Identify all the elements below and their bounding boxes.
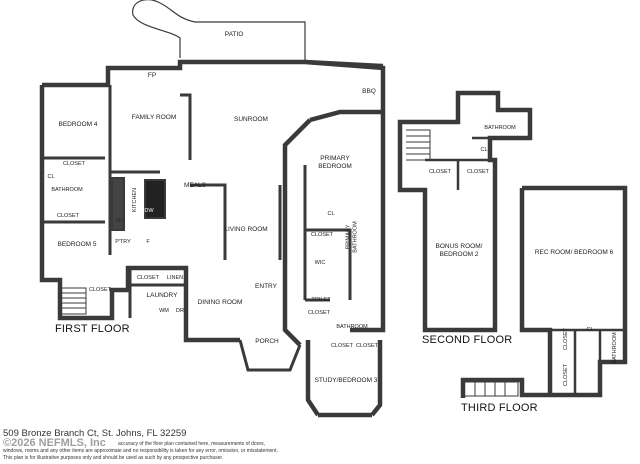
oven-label: OV (116, 217, 124, 224)
cl-3f-label: CL (586, 326, 594, 333)
stair-3f (465, 381, 519, 397)
bbq-label: BBQ (362, 88, 376, 95)
disclaimer-line-3: This plan is for illustrative purposes o… (3, 455, 224, 461)
kitchen-label: KITCHEN (131, 187, 138, 213)
closet-primary-label: CLOSET (310, 231, 334, 238)
study-label: STUDY/BEDROOM 3 (314, 377, 378, 384)
bathroom-2f-label: BATHROOM (484, 124, 516, 131)
mls-watermark: ©2026 NEFMLS, Inc (3, 437, 106, 449)
meals-label: MEALS (183, 182, 207, 189)
first-floor-exterior-wall (42, 59, 386, 112)
bathroom-3f-label: BATHROOM (611, 332, 618, 364)
closet-toilet-label: CLOSET (307, 309, 331, 316)
cl-bedroom4-label: CL (47, 173, 55, 180)
wic-label: WIC (314, 259, 326, 266)
washer-label: WM (159, 307, 169, 314)
stair-2f (406, 129, 431, 161)
family-room-label: FAMILY ROOM (131, 114, 177, 121)
fridge-label: F (146, 238, 150, 245)
closet-laundry-label: CLOSET (136, 274, 160, 281)
pantry-label: P'TRY (115, 238, 131, 245)
address-text: 509 Bronze Branch Ct, St. Johns, FL 3225… (3, 428, 187, 439)
bathroom-study-label: BATHROOM (336, 323, 368, 330)
linen-label: LINEN (166, 274, 184, 281)
porch-label: PORCH (255, 338, 279, 345)
closet-2f-b-label: CLOSET (466, 168, 490, 175)
disclaimer-line-1: accuracy of the floor plan contained her… (118, 441, 266, 447)
rec-room-label: REC ROOM/ BEDROOM 6 (534, 249, 614, 256)
dining-room-label: DINING ROOM (197, 299, 243, 306)
fireplace-label: FP (147, 72, 157, 79)
patio-outline (132, 0, 306, 60)
bathroom-bedroom4-label: BATHROOM (51, 186, 83, 193)
closet-study-b-label: CLOSET (355, 342, 379, 349)
second-floor-title: SECOND FLOOR (422, 334, 513, 346)
bedroom4-label: BEDROOM 4 (58, 121, 98, 128)
bedroom5-label: BEDROOM 5 (57, 241, 97, 248)
closet-2f-a-label: CLOSET (428, 168, 452, 175)
porch-wall (238, 339, 302, 372)
stair-1f (62, 287, 87, 315)
second-floor-interior (425, 136, 495, 190)
closet-study-a-label: CLOSET (330, 342, 354, 349)
third-floor-interior (550, 328, 625, 395)
closet-3f-a-label: CLOSET (562, 327, 569, 351)
dishwasher-label: DW (144, 207, 154, 214)
kitchen-counter (111, 177, 125, 231)
primary-bathroom-label: PRIMARY BATHROOM (345, 221, 359, 253)
primary-bedroom-label: PRIMARY BEDROOM (318, 155, 352, 170)
entry-label: ENTRY (255, 283, 277, 290)
dryer-label: DR (176, 307, 184, 314)
closet-bedroom5-label: CLOSET (56, 212, 80, 219)
third-floor-walls (460, 185, 628, 398)
closet-bedroom4-label: CLOSET (62, 160, 86, 167)
bonus-room-label: BONUS ROOM/ BEDROOM 2 (435, 243, 483, 258)
patio-label: PATIO (224, 31, 244, 38)
cl-2f-label: CL (480, 146, 488, 153)
cl-primary-label: CL (327, 210, 335, 217)
toilet-label: TOILET (311, 296, 331, 303)
closet-stairs1-label: CLOSET (88, 286, 112, 293)
first-floor-west-wall (39, 85, 240, 343)
living-room-label: LIVING ROOM (224, 226, 268, 233)
interior-walls (42, 85, 352, 318)
laundry-label: LAUNDRY (146, 292, 178, 299)
first-floor-title: FIRST FLOOR (55, 323, 130, 335)
first-floor-east-wall (282, 109, 386, 347)
kitchen-island (144, 179, 166, 219)
sunroom-label: SUNROOM (234, 116, 268, 123)
study-wall (305, 340, 383, 418)
third-floor-title: THIRD FLOOR (461, 402, 538, 414)
closet-3f-b-label: CLOSET (562, 363, 569, 387)
disclaimer-line-2: windows, rooms and any other items are a… (3, 448, 278, 454)
